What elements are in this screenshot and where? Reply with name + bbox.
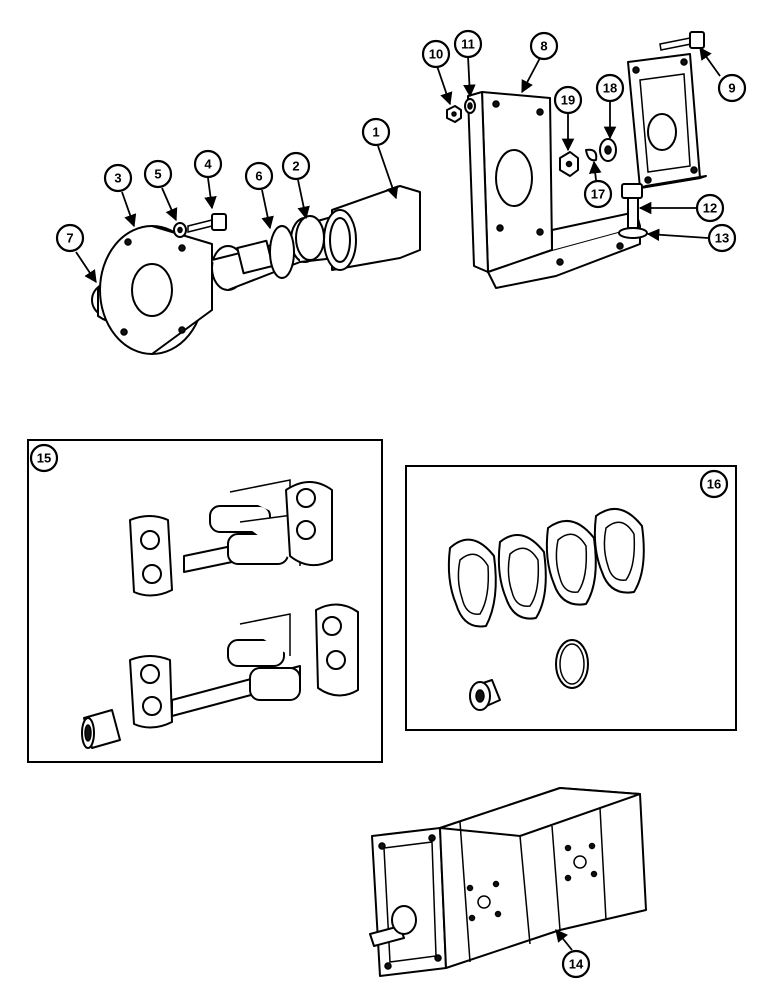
part-5-washer [173, 222, 187, 238]
part-11-washer [464, 98, 476, 114]
panel-15-frame [27, 439, 383, 763]
callouts: 1 2 3 4 5 6 7 8 [29, 29, 747, 979]
callout-8: 8 [529, 31, 559, 61]
part-12-bolt [621, 183, 643, 229]
port-face-2 [564, 842, 598, 882]
shaft-seal [469, 679, 501, 711]
part-19-nut [559, 151, 579, 177]
part-14-pump-assembly [369, 787, 647, 977]
callout-16: 16 [699, 469, 729, 499]
svg-text:12: 12 [703, 201, 717, 216]
callout-11: 11 [453, 29, 483, 59]
bracket-assembly [446, 31, 707, 289]
svg-text:6: 6 [255, 169, 262, 184]
svg-text:11: 11 [461, 37, 475, 52]
upper-gear-set [129, 479, 333, 597]
panel-15-gear-sets [27, 439, 383, 763]
leader-lines [75, 46, 721, 951]
svg-text:7: 7 [66, 231, 73, 246]
part-10-nut [446, 105, 462, 123]
callout-7: 7 [55, 223, 85, 253]
svg-text:16: 16 [707, 477, 721, 492]
part-17-key [585, 148, 598, 162]
svg-text:10: 10 [429, 47, 443, 62]
svg-text:1: 1 [372, 125, 379, 140]
bushing-sleeve [81, 709, 121, 749]
part-13-washer [618, 227, 648, 239]
svg-text:4: 4 [204, 157, 212, 172]
svg-text:13: 13 [715, 231, 729, 246]
part-18-lock-washer [599, 138, 617, 162]
part-3-flange [99, 225, 213, 355]
svg-text:5: 5 [154, 167, 161, 182]
svg-text:17: 17 [591, 187, 605, 202]
svg-text:19: 19 [561, 93, 575, 108]
lower-gear-set [81, 603, 359, 749]
callout-12: 12 [695, 193, 725, 223]
callout-4: 4 [193, 149, 223, 179]
svg-text:15: 15 [37, 451, 51, 466]
callout-19: 19 [553, 85, 583, 115]
svg-text:9: 9 [728, 81, 735, 96]
svg-text:3: 3 [114, 171, 121, 186]
callout-3: 3 [103, 163, 133, 193]
part-2-gear [295, 215, 325, 261]
callout-2: 2 [281, 151, 311, 181]
gasket-1 [447, 538, 497, 628]
gasket-4 [593, 507, 645, 594]
panel-16-frame [405, 465, 737, 731]
gasket-2 [497, 533, 547, 620]
svg-text:14: 14 [569, 957, 584, 972]
svg-text:2: 2 [292, 159, 299, 174]
callout-18: 18 [595, 73, 625, 103]
port-face-1 [466, 880, 502, 922]
callout-14: 14 [561, 949, 591, 979]
part-9-cover-plate [627, 31, 707, 189]
part-1-bushing [323, 185, 421, 271]
part-4-bolt [187, 213, 227, 233]
callout-10: 10 [421, 39, 451, 69]
callout-6: 6 [244, 161, 274, 191]
panel-16-seal-kit [405, 465, 737, 731]
part-6-o-ring [269, 225, 295, 279]
callout-5: 5 [143, 159, 173, 189]
callout-1: 1 [361, 117, 391, 147]
callout-15: 15 [29, 443, 59, 473]
callout-17: 17 [583, 179, 613, 209]
callout-9: 9 [717, 73, 747, 103]
svg-text:8: 8 [540, 39, 547, 54]
svg-text:18: 18 [603, 81, 617, 96]
o-ring-seal [555, 639, 589, 689]
callout-13: 13 [707, 223, 737, 253]
gasket-3 [545, 519, 597, 606]
drive-assembly [91, 185, 421, 355]
part-8-mounting-bracket [467, 91, 641, 289]
